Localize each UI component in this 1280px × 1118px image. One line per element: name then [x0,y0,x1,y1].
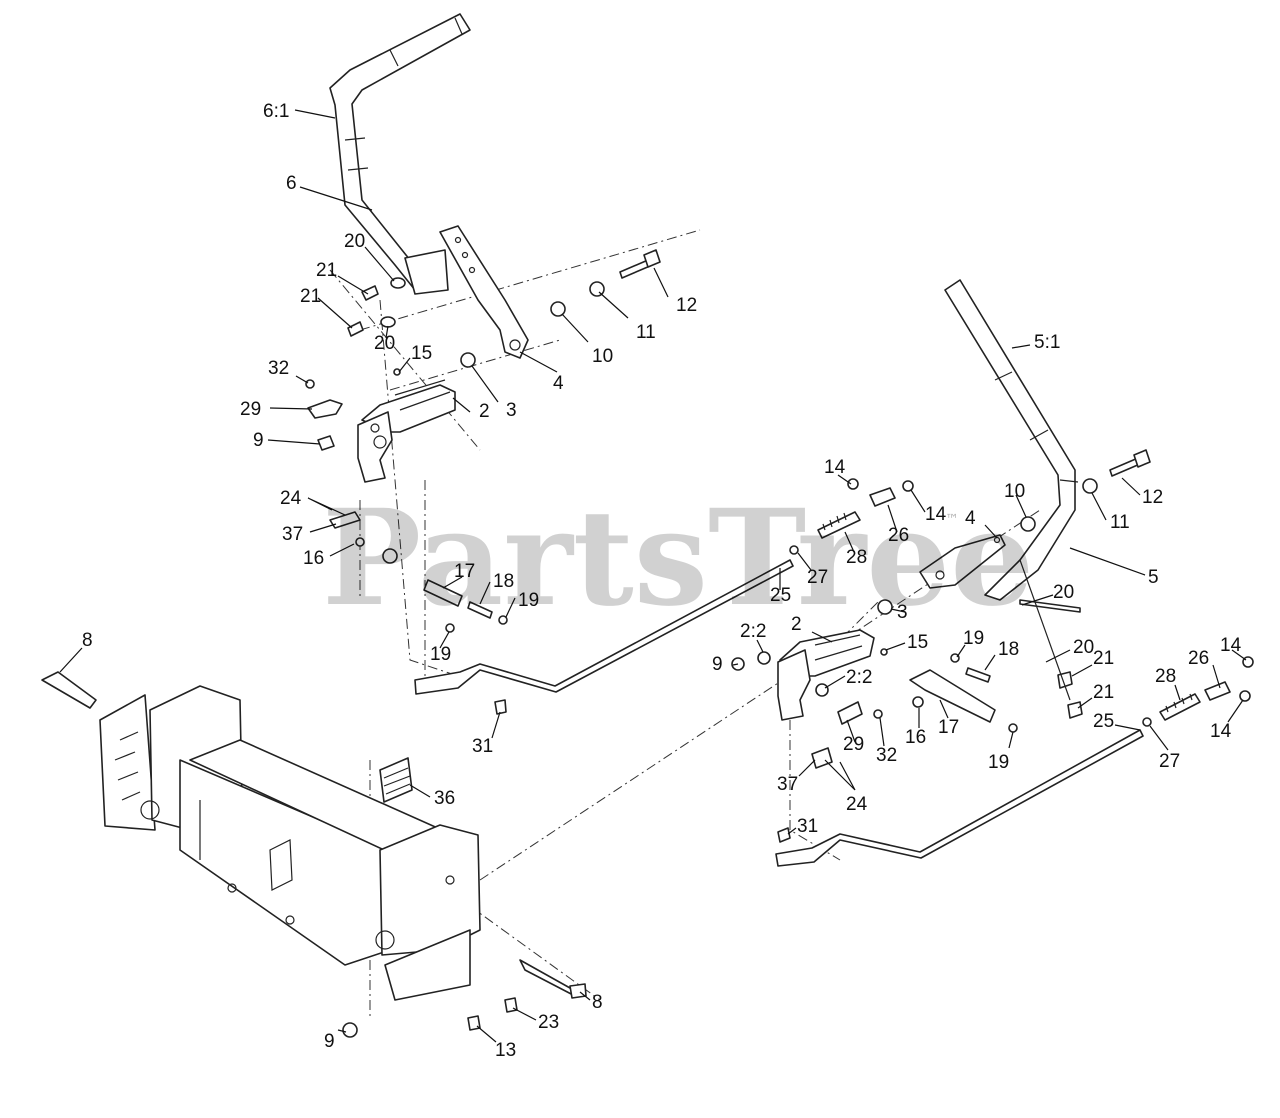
callout: 21 [1093,682,1114,703]
left-damper [329,511,508,633]
callout: 15 [907,632,928,653]
callout-labels: 6:1 6 20 21 21 20 12 11 10 4 3 15 32 29 … [82,101,1242,1061]
callout: 3 [506,400,517,421]
callout: 9 [324,1031,335,1052]
callout: 11 [1110,512,1130,533]
watermark-text: PartsTree [322,481,1034,636]
callout: 8 [592,992,603,1013]
callout: 25 [770,585,791,606]
callout: 2:2 [740,621,766,642]
callout: 9 [712,654,723,675]
callout: 21 [300,286,321,307]
callout: 18 [998,639,1019,660]
right-hardware [877,449,1151,719]
callout: 14 [1220,635,1242,656]
callout: 4 [553,373,564,394]
callout: 27 [1159,751,1180,772]
callout: 15 [411,343,432,364]
callout: 21 [316,260,337,281]
callout: 2 [479,401,490,422]
leader-lines [59,109,1247,1043]
callout: 27 [807,567,828,588]
callout: 31 [472,736,493,757]
callout: 16 [303,548,324,569]
right-linkage-rod [775,656,1254,867]
callout: 12 [1142,487,1163,508]
callout: 14 [824,457,846,478]
lower-mounting-frame [99,685,481,1001]
callout: 10 [592,346,613,367]
callout: 32 [268,358,289,379]
callout: 32 [876,745,897,766]
callout: 16 [905,727,926,748]
callout: 37 [282,524,303,545]
callout: 13 [495,1040,516,1061]
callout: 29 [240,399,261,420]
watermark-trademark: ™ [945,512,959,528]
callout: 26 [1188,648,1209,669]
right-top-spring-assembly [789,478,914,555]
callout: 5 [1148,567,1159,588]
left-hardware [347,249,661,368]
callout: 9 [253,430,264,451]
callout: 21 [1093,648,1114,669]
callout: 20 [344,231,365,252]
callout: 20 [1073,637,1094,658]
callout: 2:2 [846,667,872,688]
callout: 17 [938,717,959,738]
left-control-lever [329,13,471,295]
right-damper [909,653,1018,733]
callout: 25 [1093,711,1114,732]
callout: 31 [797,816,818,837]
callout: 19 [518,590,539,611]
callout: 24 [280,488,302,509]
callout: 4 [965,508,976,529]
callout: 24 [846,794,868,815]
callout: 19 [988,752,1009,773]
right-control-lever [944,279,1079,601]
callout: 20 [1053,582,1074,603]
left-control-arm [439,225,529,359]
callout: 14 [925,504,947,525]
callout: 6 [286,173,297,194]
right-pivot-bracket [731,629,888,725]
left-pivot-bracket [305,368,456,483]
callout: 28 [846,547,867,568]
callout: 28 [1155,666,1176,687]
callout: 2 [791,614,802,635]
callout: 11 [636,322,656,343]
callout: 10 [1004,481,1025,502]
callout: 5:1 [1034,332,1060,353]
callout: 23 [538,1012,559,1033]
callout: 37 [777,774,798,795]
callout: 8 [82,630,93,651]
callout: 14 [1210,721,1232,742]
callout: 19 [430,644,451,665]
callout: 12 [676,295,697,316]
left-linkage-rod [414,559,794,715]
callout: 36 [434,788,455,809]
callout: 19 [963,628,984,649]
callout: 29 [843,734,864,755]
callout: 6:1 [263,101,289,122]
frame-hardware [41,671,587,1038]
callout: 17 [454,561,475,582]
callout: 26 [888,525,909,546]
callout: 18 [493,571,514,592]
callout: 3 [897,602,908,623]
watermark: PartsTree ™ [322,481,1034,636]
callout: 20 [374,333,395,354]
